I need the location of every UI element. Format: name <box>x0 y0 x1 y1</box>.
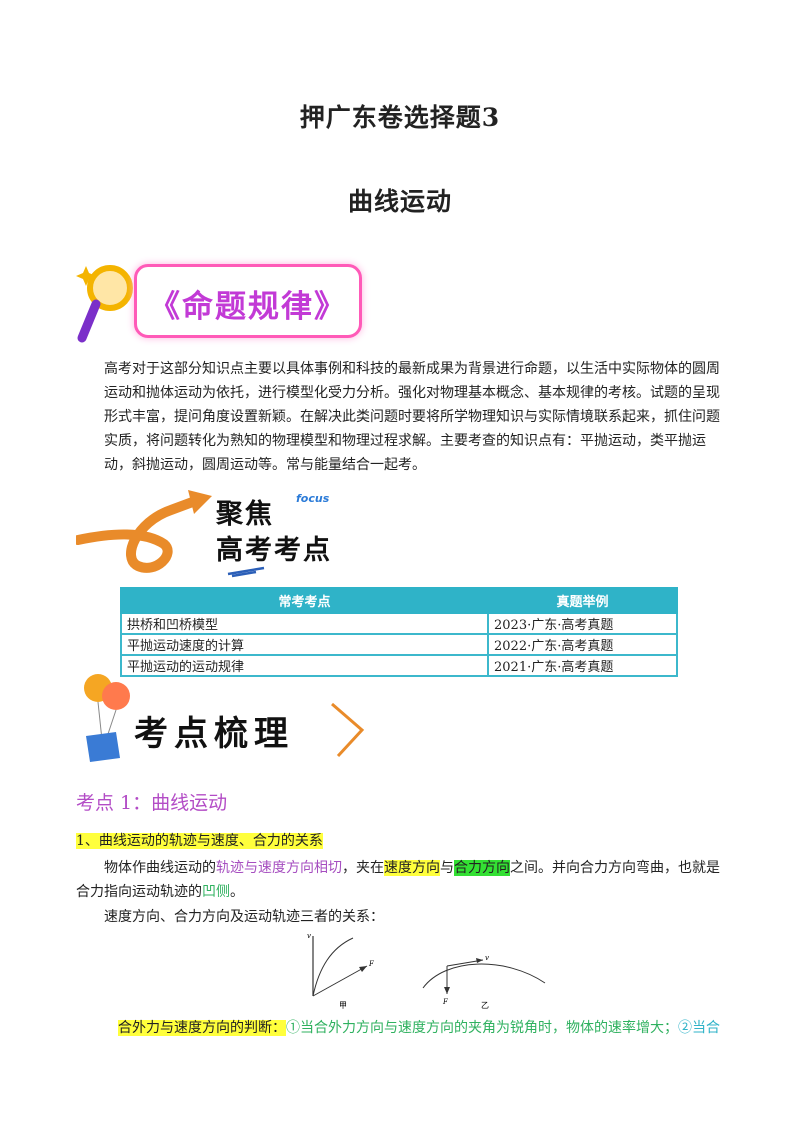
table-cell-example: 2021·广东·高考真题 <box>487 654 678 677</box>
banner-focus-line1: 聚焦 <box>216 499 274 530</box>
table-row: 平抛运动速度的计算 2022·广东·高考真题 <box>120 633 678 656</box>
table-row: 平抛运动的运动规律 2021·广东·高考真题 <box>120 654 678 677</box>
intro-text: 高考对于这部分知识点主要以具体事例和科技的最新成果为背景进行命题，以生活中实际物… <box>104 361 720 473</box>
p4-c: ②当合 <box>678 1020 720 1036</box>
banner-focus-word: focus <box>296 492 330 505</box>
table-cell-topic: 拱桥和凹桥模型 <box>120 612 489 635</box>
diagram-jia-v: v <box>307 932 311 940</box>
p4-b: ①当合外力方向与速度方向的夹角为锐角时，物体的速率增大； <box>286 1020 678 1036</box>
balloons-icon <box>84 674 130 762</box>
diagram-yi-caption: 乙 <box>481 1001 489 1010</box>
p2-i: 。 <box>230 884 244 900</box>
banner-mingti: 《命题规律》 <box>76 258 366 348</box>
paragraph-judgement: 合外力与速度方向的判断：①当合外力方向与速度方向的夹角为锐角时，物体的速率增大；… <box>118 1016 738 1040</box>
table-cell-topic: 平抛运动的运动规律 <box>120 654 489 677</box>
table-header-row: 常考考点 真题举例 <box>120 587 678 614</box>
p2-h: 凹侧 <box>202 884 230 900</box>
paragraph-relation: 速度方向、合力方向及运动轨迹三者的关系： <box>104 909 384 925</box>
diagram-jia-caption: 甲 <box>339 1001 347 1010</box>
diagram-jia-f: F <box>368 960 375 968</box>
page-subtitle: 曲线运动 <box>347 187 452 216</box>
chevron-deco <box>331 702 365 758</box>
p4-a: 合外力与速度方向的判断： <box>118 1020 286 1036</box>
key-points-table: 常考考点 真题举例 拱桥和凹桥模型 2023·广东·高考真题 平抛运动速度的计算… <box>120 587 678 677</box>
table-header-example: 真题举例 <box>487 587 678 614</box>
swirl-arrow-icon <box>76 490 212 573</box>
p2-g: 之间。并向合力方向弯曲，也就是合力指向运动轨迹的 <box>76 860 720 900</box>
banner-mingti-label: 《命题规律》 <box>149 289 347 325</box>
section-heading: 考点 1：曲线运动 <box>76 792 228 814</box>
subheading-text: 1、曲线运动的轨迹与速度、合力的关系 <box>76 833 323 849</box>
banner-focus: 聚焦 focus 高考考点 <box>76 482 376 578</box>
p2-c: ，夹在 <box>342 860 384 876</box>
section-subheading: 1、曲线运动的轨迹与速度、合力的关系 <box>76 829 323 853</box>
banner-focus-line2: 高考考点 <box>216 535 332 566</box>
banner-shuli-label: 考点梳理 <box>134 714 294 754</box>
p2-d: 速度方向 <box>384 860 440 876</box>
table-cell-example: 2022·广东·高考真题 <box>487 633 678 656</box>
underline-scribble <box>227 566 265 578</box>
diagram-yi: v F 乙 <box>422 954 546 1010</box>
p2-a: 物体作曲线运动的 <box>104 860 216 876</box>
p2-e: 与 <box>440 860 454 876</box>
p2-b: 轨迹与速度方向相切 <box>216 860 342 876</box>
trajectory-diagrams: v F 甲 v F 乙 <box>307 932 546 1010</box>
table-cell-topic: 平抛运动速度的计算 <box>120 633 489 656</box>
banner-shuli: 考点梳理 <box>76 670 376 770</box>
diagram-yi-f: F <box>442 998 449 1006</box>
table-cell-example: 2023·广东·高考真题 <box>487 612 678 635</box>
table-header-topic: 常考考点 <box>120 587 489 614</box>
diagram-jia: v F 甲 <box>307 932 375 1010</box>
diagram-yi-v: v <box>485 954 489 962</box>
paragraph-trajectory: 物体作曲线运动的轨迹与速度方向相切，夹在速度方向与合力方向之间。并向合力方向弯曲… <box>76 856 726 904</box>
table-row: 拱桥和凹桥模型 2023·广东·高考真题 <box>120 612 678 635</box>
intro-paragraph: 高考对于这部分知识点主要以具体事例和科技的最新成果为背景进行命题，以生活中实际物… <box>76 357 726 477</box>
magnifier-icon <box>76 265 133 343</box>
p2-f: 合力方向 <box>454 860 510 876</box>
banner-frame: 《命题规律》 <box>134 264 362 338</box>
page-title: 押广东卷选择题3 <box>299 103 501 132</box>
